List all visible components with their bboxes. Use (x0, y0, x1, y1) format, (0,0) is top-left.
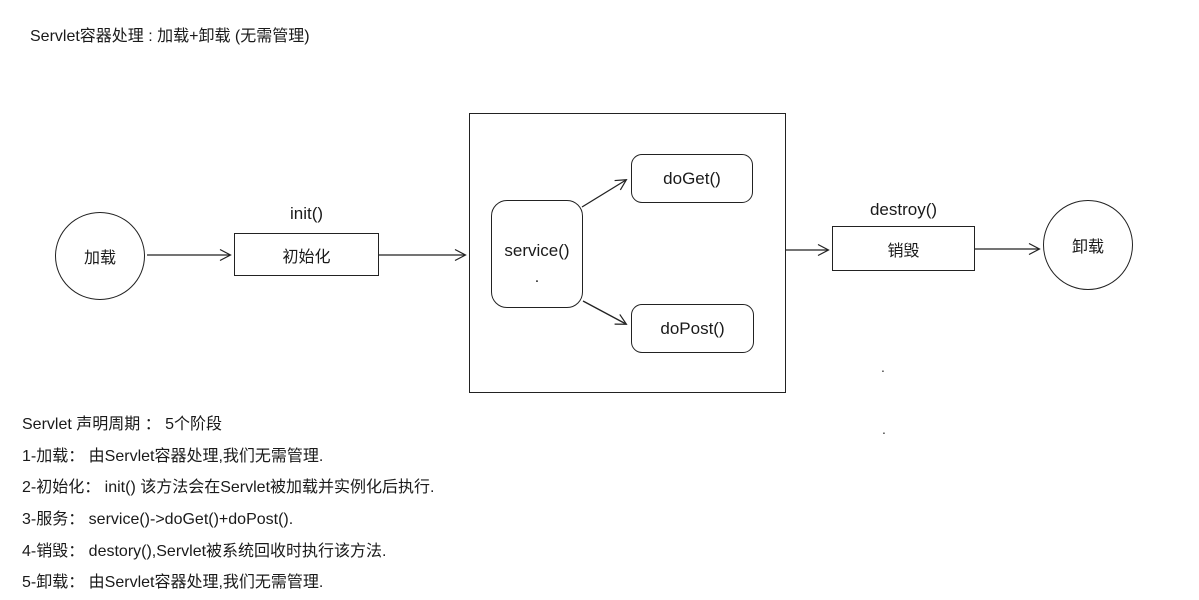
container-box (469, 113, 786, 393)
destroy-box-label: 销毁 (887, 242, 920, 260)
note-line: 3-服务： service()->doGet()+doPost(). (22, 511, 294, 528)
load-circle-label: 加载 (83, 250, 116, 267)
destroy-method-label: destroy() (869, 200, 938, 219)
note-line: 4-销毁： destory(),Servlet被系统回收时执行该方法. (22, 543, 387, 560)
service-dot: . (534, 269, 540, 286)
dopost-node: doPost() (631, 304, 754, 353)
dopost-label: doPost() (660, 318, 725, 338)
load-circle-node: 加载 (55, 212, 145, 300)
doget-node: doGet() (631, 154, 753, 203)
service-label: service() (504, 241, 570, 260)
init-box-node: 初始化 (234, 233, 379, 276)
note-line: 1-加载： 由Servlet容器处理,我们无需管理. (22, 448, 324, 465)
destroy-box-node: 销毁 (832, 226, 975, 271)
note-line: 5-卸载： 由Servlet容器处理,我们无需管理. (22, 574, 324, 591)
stray-dot: . (882, 421, 886, 437)
doget-label: doGet() (663, 168, 721, 188)
unload-circle-node: 卸载 (1043, 200, 1133, 290)
notes-heading: Servlet 声明周期 ： 5个阶段 (22, 416, 223, 433)
page-title: Servlet容器处理 : 加载+卸载 (无需管理) (30, 28, 310, 45)
stray-dot: . (881, 359, 885, 375)
init-box-label: 初始化 (282, 248, 331, 266)
note-line: 2-初始化： init() 该方法会在Servlet被加载并实例化后执行. (22, 479, 435, 496)
init-method-label: init() (289, 204, 324, 223)
service-node: service() . (491, 200, 583, 308)
unload-circle-label: 卸载 (1071, 239, 1104, 256)
